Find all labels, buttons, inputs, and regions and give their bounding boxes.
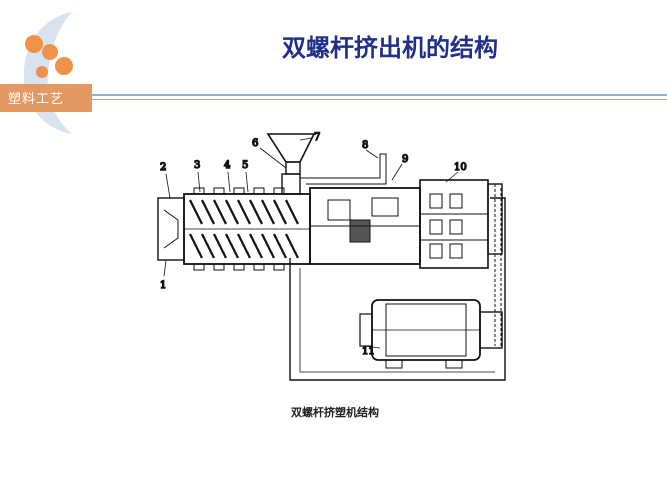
motor: [359, 299, 503, 369]
logo-dot: [36, 66, 48, 78]
feed-drive-line: [300, 153, 387, 185]
logo-dot: [55, 57, 73, 75]
feed-throat: [281, 173, 301, 195]
label-5: 5: [242, 160, 248, 171]
label-8: 8: [362, 140, 368, 151]
gear-2: [349, 219, 371, 243]
header-rule-thin: [92, 99, 667, 100]
label-1: 1: [160, 280, 166, 291]
diagram-caption: 双螺杆挤塑机结构: [291, 406, 379, 419]
brand-label: 塑料工艺: [8, 92, 65, 107]
label-3: 3: [194, 160, 200, 171]
heater-bands: [193, 187, 285, 271]
brand-band: [0, 84, 92, 112]
gear-1: [327, 199, 351, 221]
die-channel: [163, 209, 179, 249]
label-6: 6: [252, 138, 258, 149]
drive-belt: [494, 184, 502, 346]
frame-inner: [299, 268, 495, 373]
twin-screws: [189, 199, 299, 259]
label-9: 9: [402, 154, 408, 165]
label-4: 4: [224, 160, 230, 171]
label-10: 10: [454, 162, 467, 173]
header-rule: [92, 94, 667, 96]
die-head: [157, 197, 185, 261]
leader-lines: [163, 137, 459, 349]
label-7: 7: [314, 132, 320, 143]
hopper: [266, 133, 316, 163]
feeder-screw: [285, 161, 301, 175]
gear-3: [371, 197, 399, 217]
logo-dot: [42, 44, 58, 60]
logo: [23, 12, 73, 134]
bearing-stack: [420, 193, 488, 259]
slide-title: 双螺杆挤出机的结构: [282, 34, 498, 62]
extruder-diagram: 2 3 4 5 6 7 8 9 10 1 11: [157, 131, 506, 381]
logo-dot: [25, 35, 43, 53]
label-2: 2: [160, 162, 166, 173]
machine-frame: [289, 197, 506, 381]
label-11: 11: [362, 346, 375, 357]
